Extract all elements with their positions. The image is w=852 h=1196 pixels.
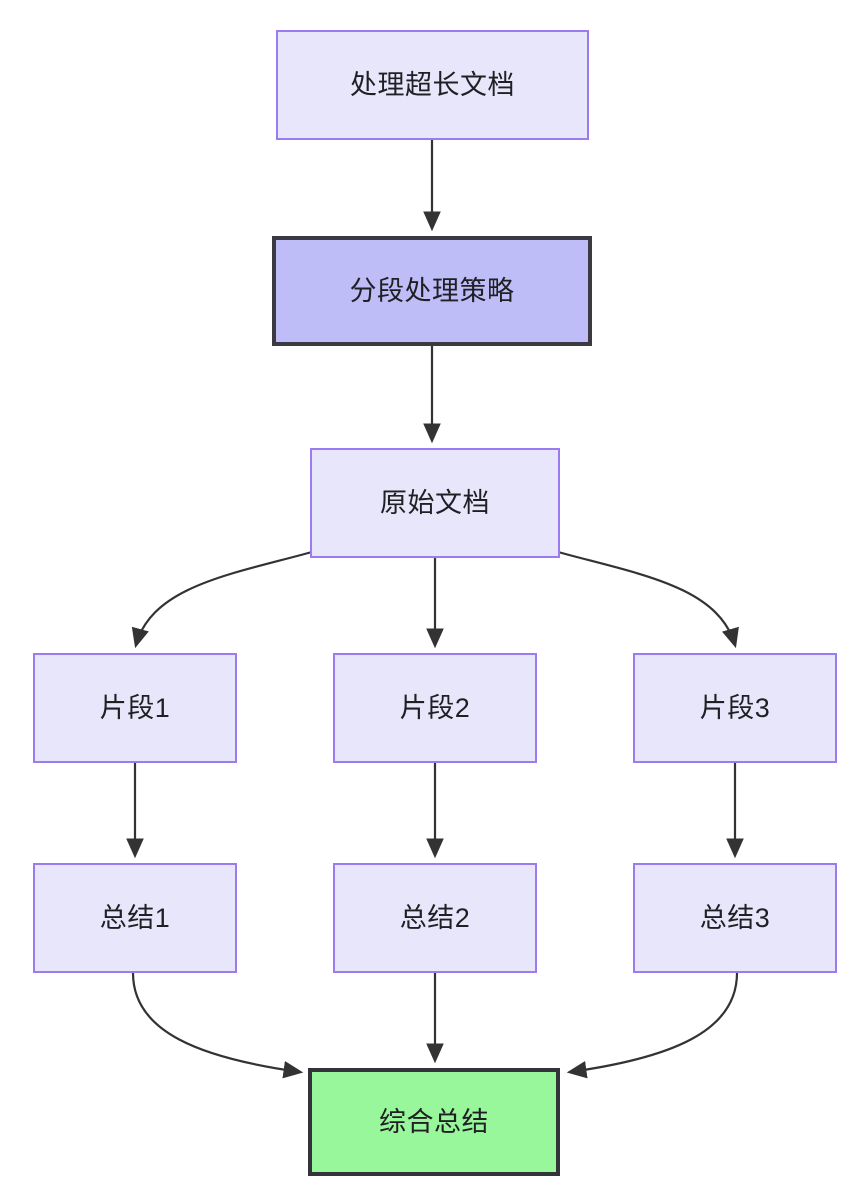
- node-process-long-document[interactable]: 处理超长文档: [276, 30, 589, 140]
- node-label: 原始文档: [380, 487, 490, 518]
- node-label: 片段3: [699, 692, 771, 723]
- node-source-document[interactable]: 原始文档: [310, 448, 560, 558]
- edge-sum1-to-final: [131, 972, 304, 1079]
- node-summary-1[interactable]: 总结1: [33, 863, 237, 973]
- node-chunking-strategy[interactable]: 分段处理策略: [272, 236, 592, 346]
- node-summary-2[interactable]: 总结2: [333, 863, 537, 973]
- node-label: 处理超长文档: [350, 69, 515, 100]
- edge-doc-source-to-frag3: [557, 550, 739, 649]
- node-label: 片段2: [399, 692, 471, 723]
- node-comprehensive-summary[interactable]: 综合总结: [308, 1068, 560, 1176]
- node-label: 分段处理策略: [349, 275, 515, 306]
- node-summary-3[interactable]: 总结3: [633, 863, 837, 973]
- edge-doc-source-to-frag1: [131, 550, 313, 649]
- node-fragment-3[interactable]: 片段3: [633, 653, 837, 763]
- node-label: 总结2: [399, 902, 471, 933]
- node-label: 总结3: [699, 902, 771, 933]
- node-label: 综合总结: [379, 1106, 489, 1137]
- node-label: 片段1: [99, 692, 171, 723]
- edge-sum3-to-final: [566, 972, 739, 1079]
- node-fragment-2[interactable]: 片段2: [333, 653, 537, 763]
- node-label: 总结1: [99, 902, 171, 933]
- node-fragment-1[interactable]: 片段1: [33, 653, 237, 763]
